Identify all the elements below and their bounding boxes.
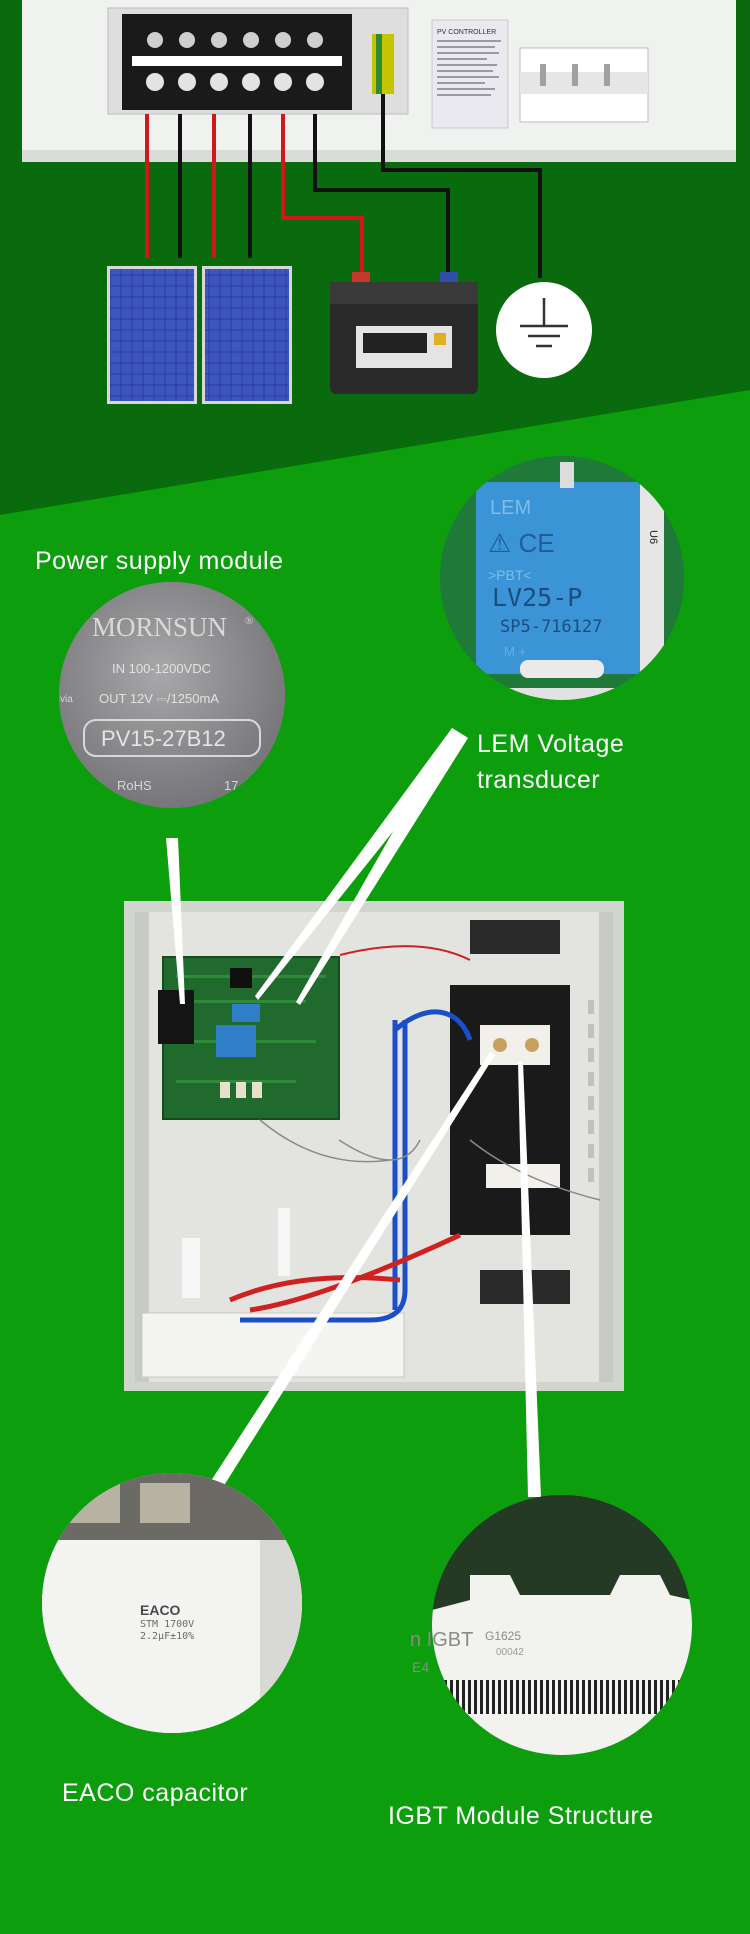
mornsun-brand: MORNSUN — [92, 612, 227, 642]
eaco-spec2: 2.2μF±10% — [140, 1631, 194, 1642]
controller-panel: PV CONTROLLER — [22, 0, 736, 162]
label-lem-voltage-line2: transducer — [477, 766, 601, 794]
lem-model: LV25-P — [492, 583, 582, 612]
pcb-power-module — [158, 990, 194, 1044]
controller-interior — [124, 901, 624, 1391]
pcb-lem-sensor — [216, 1025, 256, 1057]
controller-label-plate — [431, 19, 509, 129]
mornsun-rohs: RoHS — [117, 778, 152, 793]
battery — [330, 272, 478, 394]
eaco-closeup — [42, 1473, 302, 1733]
igbt-closeup — [432, 1495, 692, 1755]
label-igbt-module-structure: IGBT Module Structure — [388, 1802, 654, 1830]
mornsun-registered: ® — [245, 615, 253, 627]
solar-panel-right — [202, 266, 292, 404]
label-power-supply-module: Power supply module — [35, 547, 284, 575]
mornsun-model: PV15-27B12 — [101, 726, 226, 751]
lem-pbt: >PBT< — [488, 567, 532, 583]
lem-closeup — [440, 456, 684, 700]
eaco-brand: EACO — [140, 1602, 181, 1618]
terminal-screws — [146, 32, 324, 91]
pointer-power-supply — [166, 838, 185, 1004]
igbt-batch: 00042 — [496, 1647, 524, 1658]
lem-brand: LEM — [490, 497, 531, 519]
mornsun-closeup — [59, 582, 285, 808]
eaco-spec1: STM 1700V — [140, 1619, 194, 1630]
pointer-lem-2 — [296, 728, 468, 1005]
dc-wiring — [145, 94, 542, 278]
igbt-text: n IGBT — [410, 1629, 473, 1651]
label-lem-voltage-line1: LEM Voltage — [477, 730, 625, 758]
pointer-eaco — [205, 1052, 495, 1495]
mornsun-partial-left: via — [60, 694, 73, 705]
ground-terminal — [372, 34, 394, 94]
heat-sink — [450, 985, 570, 1235]
callout-pointers — [166, 728, 541, 1497]
lem-serial: SP5-716127 — [500, 617, 602, 637]
lem-board-mark: U6 — [647, 530, 659, 544]
solar-panel-left — [107, 266, 197, 404]
lem-marks: ⚠ CE — [488, 528, 555, 558]
igbt-code: G1625 — [485, 1629, 521, 1643]
igbt-partial: E4 — [412, 1659, 429, 1675]
controller-label-title: PV CONTROLLER — [437, 29, 496, 36]
mornsun-output: OUT 12V ⎓/1250mA — [99, 691, 219, 706]
pointer-igbt — [518, 1062, 541, 1497]
fan-top — [470, 920, 560, 954]
mornsun-input: IN 100-1200VDC — [112, 661, 211, 676]
mornsun-partial-code: 17 — [224, 778, 238, 793]
lem-pins: M + — [504, 644, 526, 659]
ground-symbol — [496, 282, 592, 378]
label-eaco-capacitor: EACO capacitor — [62, 1779, 249, 1807]
